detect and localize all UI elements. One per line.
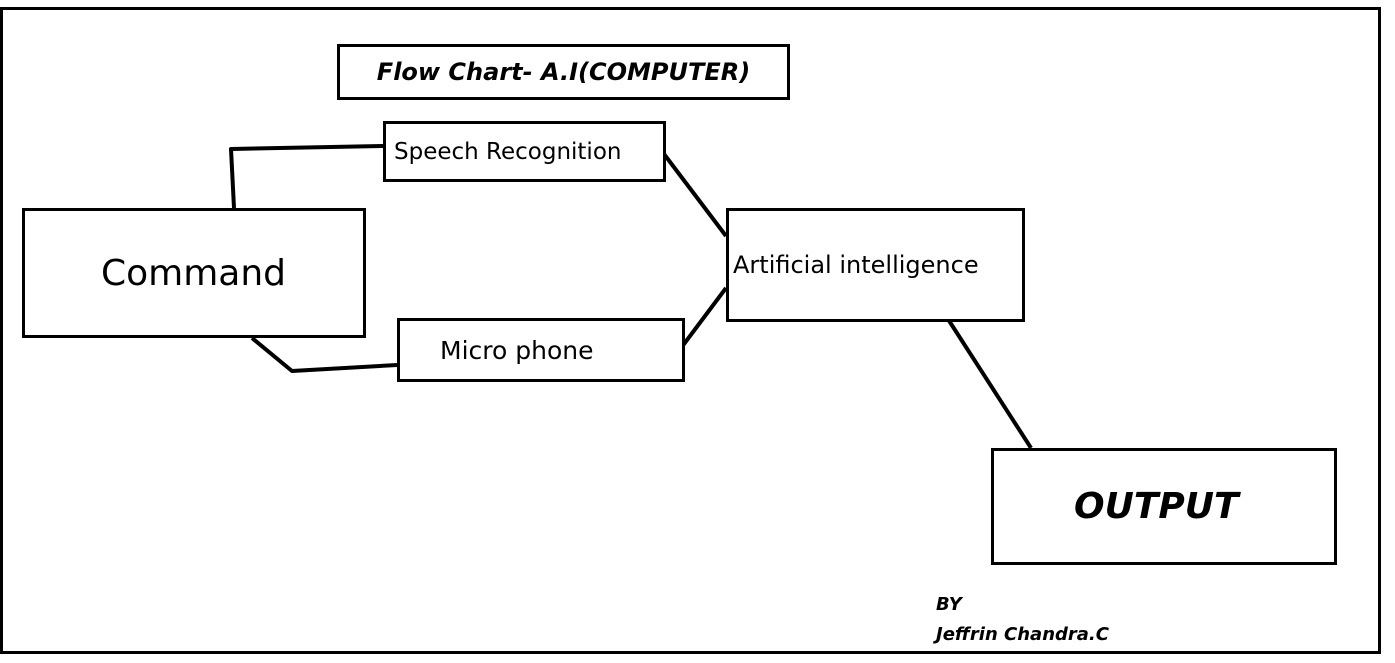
title-box: Flow Chart- A.I(COMPUTER) (337, 44, 790, 100)
node-output-label: OUTPUT (1074, 486, 1239, 527)
connector-command-to-speech (229, 144, 384, 209)
node-microphone-label: Micro phone (440, 335, 594, 365)
connector-speech-to-ai (662, 152, 728, 238)
connector-command-to-microphone (250, 336, 398, 373)
node-speech-recognition: Speech Recognition (383, 121, 666, 182)
credit-by-label: BY (936, 594, 962, 615)
author-credit: BY Jeffrin Chandra.C (936, 590, 1109, 650)
node-command-label: Command (101, 252, 287, 294)
node-speech-recognition-label: Speech Recognition (394, 138, 622, 165)
diagram-title: Flow Chart- A.I(COMPUTER) (376, 58, 751, 86)
node-microphone: Micro phone (397, 318, 685, 382)
node-artificial-intelligence-label: Artificial intelligence (733, 251, 979, 279)
node-command: Command (22, 208, 366, 338)
node-output: OUTPUT (991, 448, 1337, 565)
diagram-frame (0, 7, 1381, 654)
credit-author-name: Jeffrin Chandra.C (936, 624, 1109, 645)
node-artificial-intelligence: Artificial intelligence (726, 208, 1025, 322)
connector-ai-to-output (944, 314, 1033, 450)
connector-microphone-to-ai (679, 286, 728, 350)
